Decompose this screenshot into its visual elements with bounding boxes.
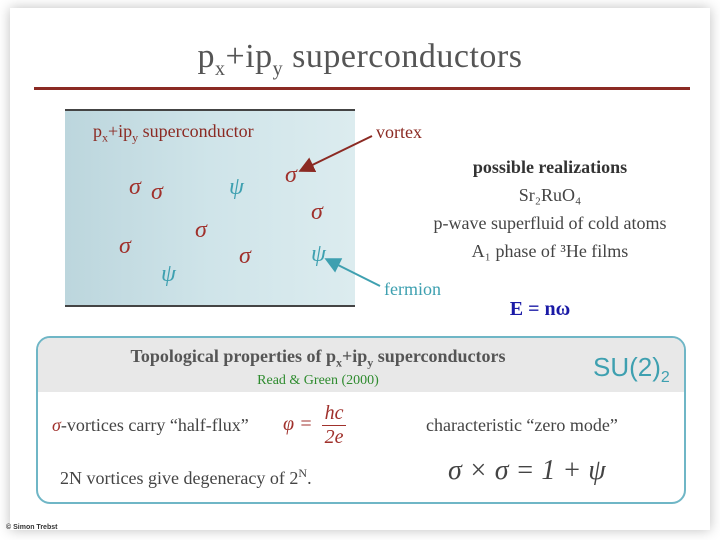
psi-symbol: ψ	[161, 261, 176, 287]
realization-item: p-wave superfluid of cold atoms	[433, 213, 667, 233]
properties-title-main: Topological properties of p	[130, 346, 337, 366]
sigma-symbol: σ	[129, 174, 141, 200]
degeneracy-exponent: N	[298, 466, 308, 480]
fermion-label: fermion	[384, 279, 441, 299]
sigma-symbol: σ	[285, 162, 297, 188]
sigma-symbol: σ	[311, 199, 323, 225]
degeneracy-period: .	[307, 468, 312, 488]
realizations-heading: possible realizations	[472, 157, 628, 177]
reference: Read & Green (2000)	[257, 373, 379, 388]
sigma-symbol: σ	[239, 243, 251, 269]
slide: px+ipy superconductors px+ipy supercondu…	[10, 8, 710, 530]
psi-symbol: ψ	[311, 241, 326, 267]
properties-title-rest: superconductors	[373, 346, 506, 366]
flux-quantum-formula: φ = hc 2e	[283, 402, 347, 449]
half-flux-label: -vortices carry “half-flux”	[60, 415, 249, 435]
title-ip: +ip	[225, 38, 273, 75]
half-flux-text: σ-vortices carry “half-flux”	[52, 415, 249, 436]
callout-arrows	[298, 135, 381, 287]
title-p: p	[197, 38, 216, 75]
panel-title-p: p	[93, 121, 102, 141]
panel-title-sub-y: y	[132, 130, 139, 145]
properties-title-ip: +ip	[342, 346, 368, 366]
fusion-rule: σ × σ = 1 + ψ	[448, 455, 606, 486]
energy-equation: E = nω	[509, 298, 571, 320]
phi-lhs: φ =	[283, 413, 313, 436]
degeneracy-label: 2N vortices give degeneracy of 2	[60, 468, 299, 488]
title-divider	[34, 87, 690, 90]
su2-label: SU(2)2	[593, 352, 670, 387]
degeneracy-text: 2N vortices give degeneracy of 2N.	[60, 466, 312, 489]
fermion-arrow	[324, 258, 381, 287]
properties-title-sub-x: x	[336, 355, 343, 370]
realizations-list: possible realizations Sr₂RuO₄ p-wave sup…	[390, 153, 710, 265]
properties-header: Topological properties of px+ipy superco…	[38, 338, 684, 392]
realization-item: Sr₂RuO₄	[518, 185, 582, 205]
su2-subscript: 2	[660, 369, 670, 387]
title-rest: superconductors	[283, 38, 523, 75]
fraction-numerator: hc	[321, 402, 347, 426]
panel-title-rest: superconductor	[138, 121, 254, 141]
sigma-symbol: σ	[195, 217, 207, 243]
properties-title-sub-y: y	[367, 355, 374, 370]
su2-text: SU(2)	[593, 352, 661, 382]
slide-title: px+ipy superconductors	[10, 38, 710, 81]
copyright-footer: © Simon Trebst	[6, 524, 58, 531]
sigma-symbol: σ	[151, 179, 163, 205]
title-sub-y: y	[272, 57, 284, 80]
zero-mode-text: characteristic “zero mode”	[426, 415, 618, 435]
panel-title-ip: +ip	[108, 121, 133, 141]
flux-fraction: hc 2e	[321, 402, 347, 449]
fraction-denominator: 2e	[324, 426, 344, 448]
panel-title: px+ipy superconductor	[93, 121, 254, 146]
title-sub-x: x	[215, 57, 226, 80]
sigma-symbol: σ	[119, 233, 131, 259]
row-sigma-symbol: σ	[52, 415, 61, 435]
superconductor-panel: px+ipy superconductor σ σ ψ σ σ σ σ σ ψ …	[65, 109, 355, 307]
panel-title-sub-x: x	[102, 130, 108, 145]
realization-item: A₁ phase of ³He films	[471, 241, 629, 261]
topological-properties-box: Topological properties of px+ipy superco…	[36, 336, 686, 504]
psi-symbol: ψ	[229, 174, 244, 200]
vortex-arrow	[298, 135, 373, 172]
properties-title: Topological properties of px+ipy superco…	[38, 346, 598, 371]
vortex-label: vortex	[376, 122, 422, 142]
